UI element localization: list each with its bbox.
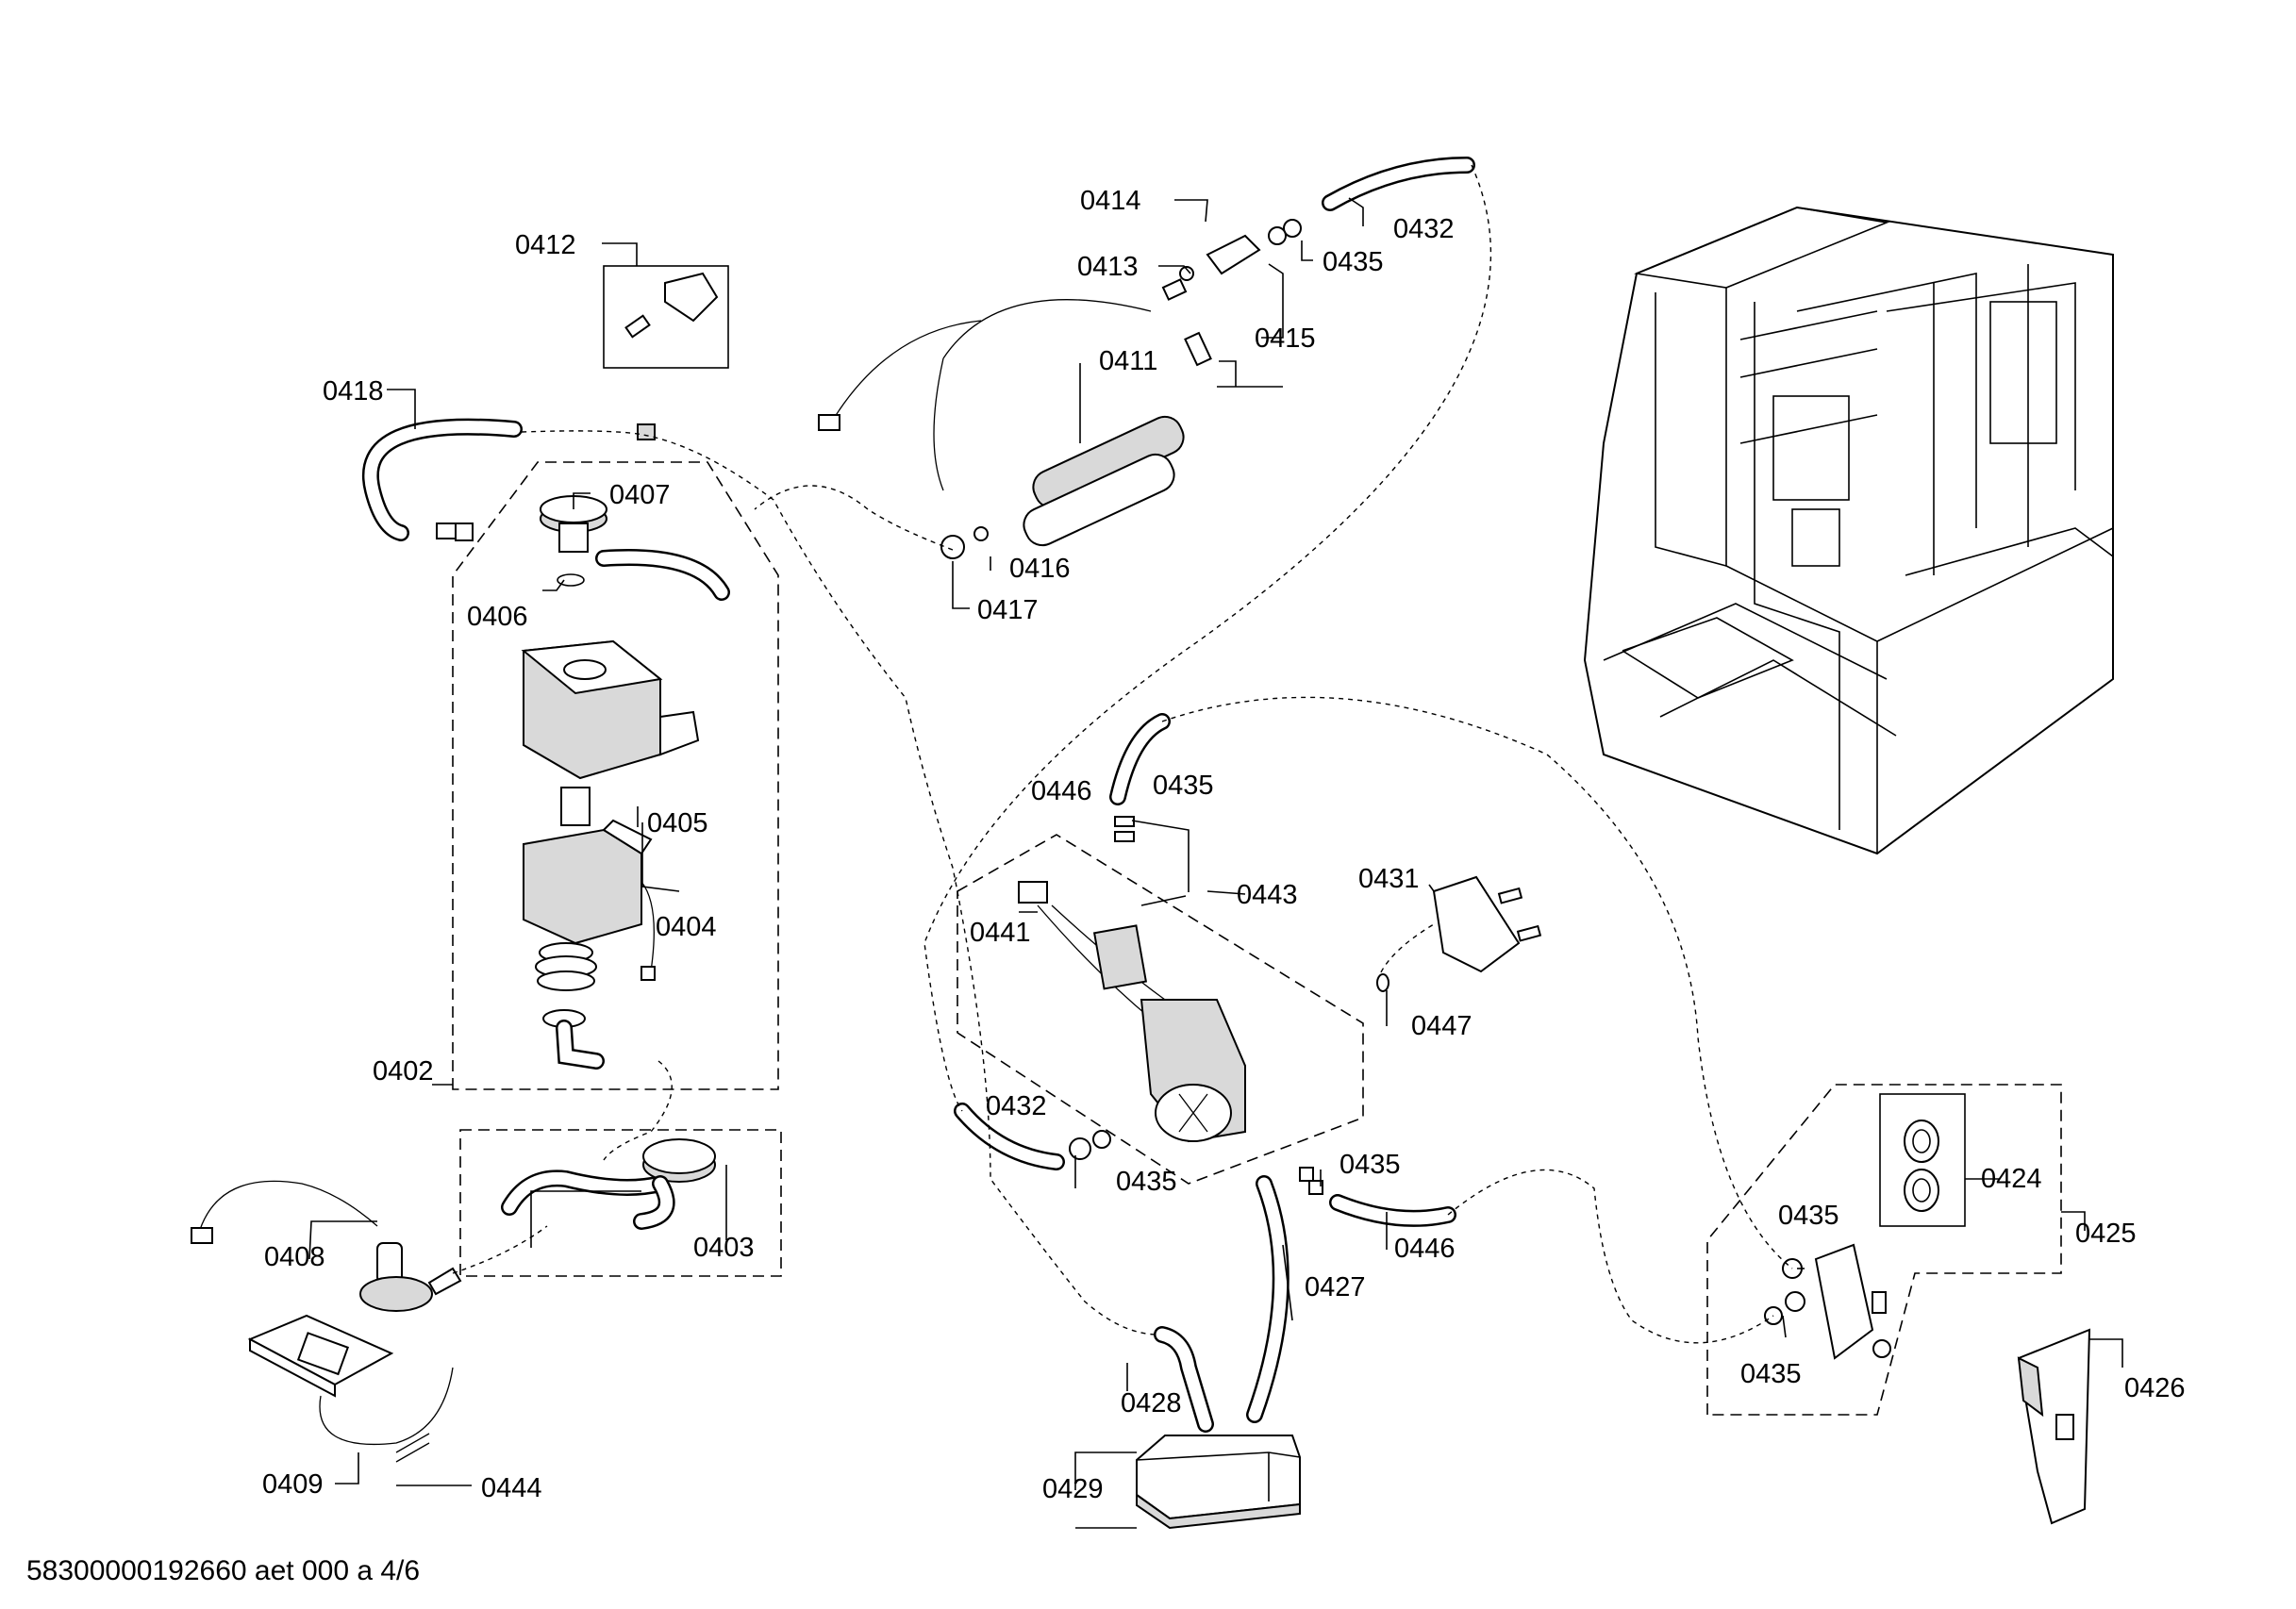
label-0435b: 0435 bbox=[1153, 771, 1214, 801]
label-0428: 0428 bbox=[1121, 1388, 1182, 1418]
connection-paths bbox=[452, 164, 1793, 1344]
hoses-middle-drawing bbox=[954, 713, 1456, 1433]
part-labels: 0412 0418 0407 0406 0405 0404 0402 0403 … bbox=[262, 186, 2186, 1504]
label-0444: 0444 bbox=[481, 1473, 542, 1503]
label-0407: 0407 bbox=[609, 480, 671, 510]
cover-plate-drawing bbox=[2017, 1328, 2091, 1525]
label-0435e: 0435 bbox=[1778, 1201, 1839, 1231]
label-0443: 0443 bbox=[1237, 880, 1298, 910]
label-0418: 0418 bbox=[323, 376, 384, 406]
switch-group-drawing bbox=[1706, 1084, 2062, 1416]
label-0435c: 0435 bbox=[1116, 1167, 1177, 1197]
label-0412: 0412 bbox=[515, 230, 576, 260]
clip-detail-drawing bbox=[603, 265, 729, 440]
drip-tray-drawing bbox=[1136, 1435, 1301, 1530]
label-0406: 0406 bbox=[467, 602, 528, 632]
label-0432b: 0432 bbox=[986, 1091, 1047, 1121]
label-0416: 0416 bbox=[1009, 554, 1071, 584]
machine-frame-drawing bbox=[1583, 206, 2114, 855]
label-0409: 0409 bbox=[262, 1469, 324, 1500]
label-0426: 0426 bbox=[2124, 1373, 2186, 1403]
label-0429: 0429 bbox=[1042, 1474, 1104, 1504]
label-0446a: 0446 bbox=[1031, 776, 1092, 806]
label-0404: 0404 bbox=[656, 912, 717, 942]
valve-drawing bbox=[191, 1180, 462, 1463]
leader-lines bbox=[308, 197, 2123, 1529]
flowmeter-group-drawing bbox=[459, 1129, 782, 1277]
pump-group-drawing bbox=[362, 418, 779, 1090]
label-0402: 0402 bbox=[373, 1056, 434, 1086]
label-0446b: 0446 bbox=[1394, 1234, 1456, 1264]
label-0427: 0427 bbox=[1305, 1272, 1366, 1302]
label-0408: 0408 bbox=[264, 1242, 325, 1272]
label-0435d: 0435 bbox=[1339, 1150, 1401, 1180]
label-0405: 0405 bbox=[647, 808, 708, 838]
label-0441: 0441 bbox=[970, 918, 1031, 948]
document-reference: 58300000192660 aet 000 a 4/6 bbox=[26, 1555, 420, 1586]
label-0447: 0447 bbox=[1411, 1011, 1472, 1041]
heater-assembly-drawing bbox=[818, 157, 1475, 559]
label-0435f: 0435 bbox=[1740, 1359, 1802, 1389]
label-0411: 0411 bbox=[1099, 346, 1157, 376]
label-0413: 0413 bbox=[1077, 252, 1139, 282]
label-0417: 0417 bbox=[977, 595, 1039, 625]
label-0435a: 0435 bbox=[1323, 247, 1384, 277]
label-0424: 0424 bbox=[1981, 1164, 2042, 1194]
label-0432a: 0432 bbox=[1393, 214, 1455, 244]
motor-group-drawing bbox=[957, 834, 1542, 1185]
label-0403: 0403 bbox=[693, 1233, 755, 1263]
label-0425: 0425 bbox=[2075, 1219, 2137, 1249]
label-0431: 0431 bbox=[1358, 864, 1420, 894]
label-0415: 0415 bbox=[1255, 323, 1316, 354]
label-0414: 0414 bbox=[1080, 186, 1141, 216]
